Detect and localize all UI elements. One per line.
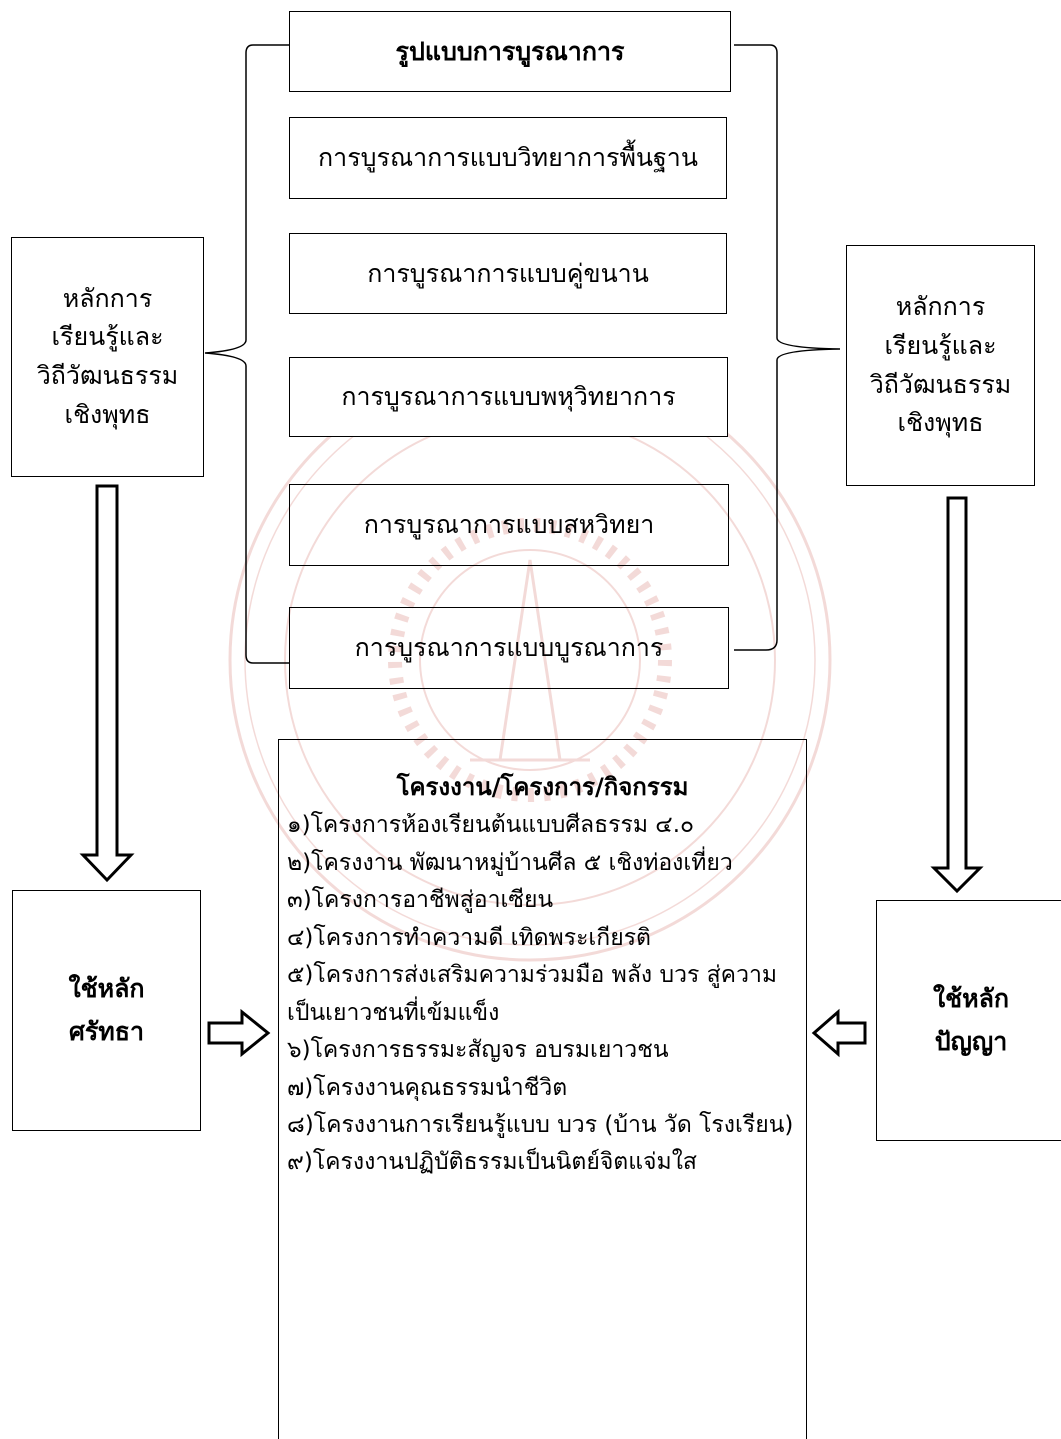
integration-model-label: การบูรณาการแบบพหุวิทยาการ [341,382,676,412]
left-use-box: ใช้หลัก ศรัทธา [12,890,201,1131]
use-line: ปัญญา [934,1026,1008,1056]
project-item: ๙)โครงงานปฏิบัติธรรมเป็นนิตย์จิตแจ่มใส [287,1149,697,1176]
integration-model-label: การบูรณาการแบบบูรณาการ [354,633,664,663]
principle-line: เชิงพุทธ [897,408,984,438]
integration-model-label: การบูรณาการแบบวิทยาการพื้นฐาน [318,143,698,173]
project-item: ๕)โครงการส่งเสริมความร่วมมือ พลัง บวร สู… [287,962,778,1026]
principle-line: วิถีวัฒนธรรม [36,361,179,390]
right-down-arrow [930,496,984,894]
right-use-box: ใช้หลัก ปัญญา [876,900,1061,1141]
use-line: ใช้หลัก [68,974,145,1003]
projects-list: ๑)โครงการห้องเรียนต้นแบบศีลธรรม ๔.๐ ๒)โค… [287,807,798,1182]
principle-line: เรียนรู้และ [884,330,997,360]
use-line: ใช้หลัก [932,984,1010,1013]
integration-model-box: การบูรณาการแบบสหวิทยา [289,484,729,566]
project-item: ๔)โครงการทำความดี เทิดพระเกียรติ [287,924,651,951]
project-item: ๗)โครงงานคุณธรรมนำชีวิต [287,1074,568,1101]
left-brace [204,44,289,664]
project-item: ๒)โครงงาน พัฒนาหมู่บ้านศีล ๕ เชิงท่องเที… [287,849,733,876]
integration-title: รูปแบบการบูรณาการ [395,36,625,66]
project-item: ๘)โครงงานการเรียนรู้แบบ บวร (บ้าน วัด โร… [287,1111,794,1138]
integration-title-box: รูปแบบการบูรณาการ [289,11,731,92]
use-line: ศรัทธา [68,1016,145,1046]
principle-line: เรียนรู้และ [51,322,164,352]
left-down-arrow [79,484,135,883]
integration-model-box: การบูรณาการแบบคู่ขนาน [289,233,727,314]
project-item: ๑)โครงการห้องเรียนต้นแบบศีลธรรม ๔.๐ [287,812,695,839]
integration-model-label: การบูรณาการแบบสหวิทยา [363,510,655,540]
project-item: ๓)โครงการอาชีพสู่อาเซียน [287,887,554,914]
principle-line: เชิงพุทธ [64,399,151,429]
integration-model-label: การบูรณาการแบบคู่ขนาน [367,258,649,288]
principle-line: หลักการ [895,292,986,321]
integration-model-box: การบูรณาการแบบวิทยาการพื้นฐาน [289,117,727,199]
left-principle-box: หลักการ เรียนรู้และ วิถีวัฒนธรรม เชิงพุท… [11,237,204,477]
integration-model-box: การบูรณาการแบบบูรณาการ [289,607,729,689]
right-arrow-to-projects [207,1008,271,1058]
right-brace [734,44,841,651]
principle-line: หลักการ [62,283,153,313]
right-principle-box: หลักการ เรียนรู้และ วิถีวัฒนธรรม เชิงพุท… [846,245,1035,486]
principle-line: วิถีวัฒนธรรม [869,369,1012,399]
left-arrow-to-projects [811,1008,867,1058]
integration-model-box: การบูรณาการแบบพหุวิทยาการ [289,357,728,437]
project-item: ๖)โครงการธรรมะสัญจร อบรมเยาวชน [287,1037,669,1064]
projects-box: โครงงาน/โครงการ/กิจกรรม ๑)โครงการห้องเรี… [278,739,807,1439]
projects-title: โครงงาน/โครงการ/กิจกรรม [396,773,689,801]
